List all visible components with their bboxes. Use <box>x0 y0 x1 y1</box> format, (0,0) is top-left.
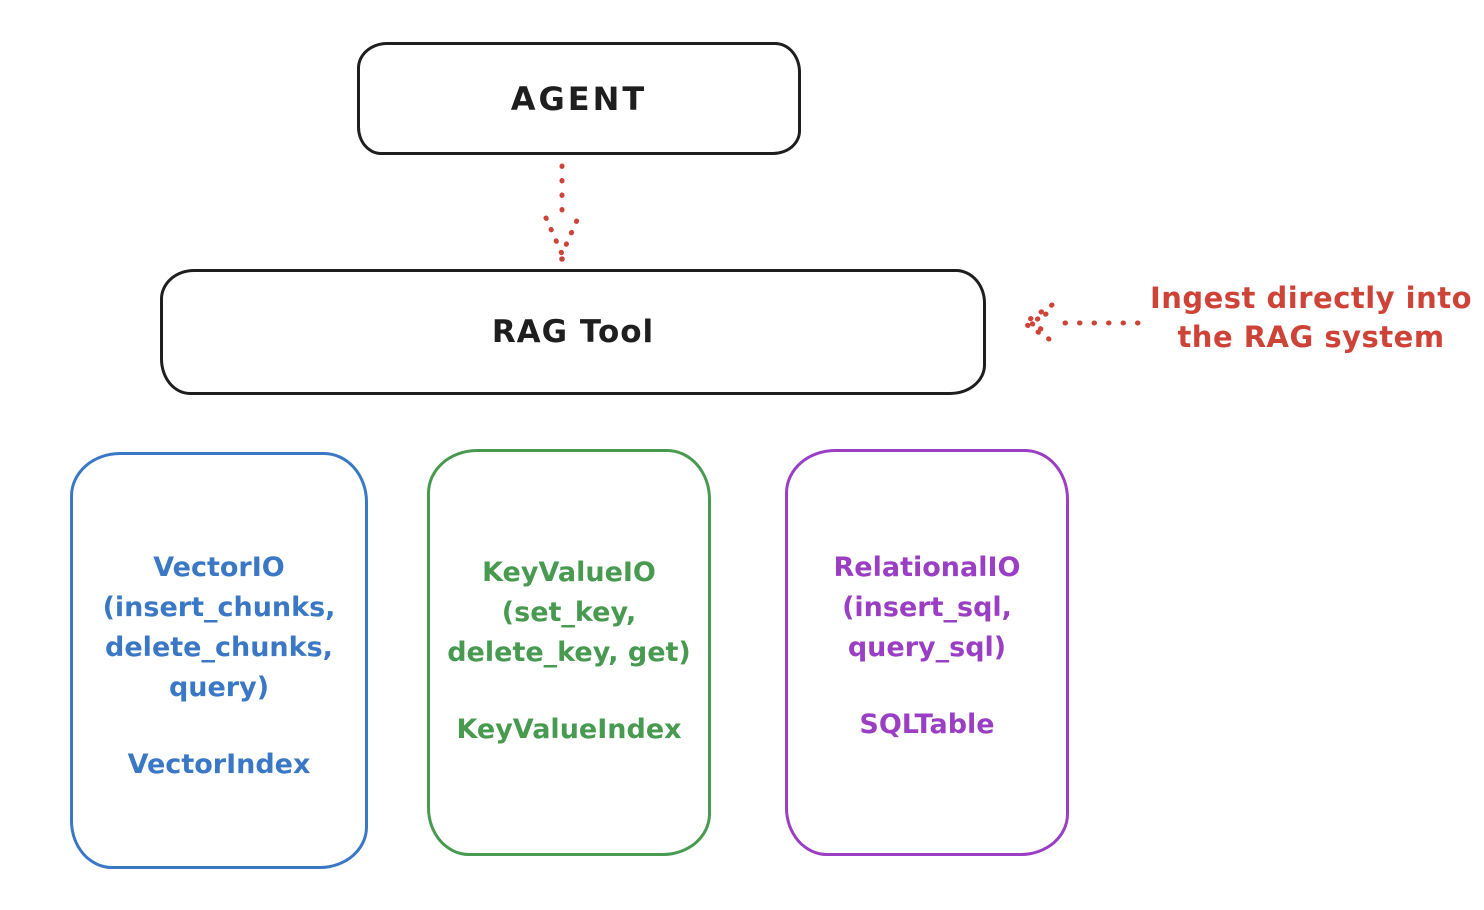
store-node-vector-io: VectorIO (insert_chunks, delete_chunks, … <box>70 452 368 869</box>
store-line: VectorIO <box>153 552 285 583</box>
store-index-label: SQLTable <box>859 709 995 740</box>
store-index-label: VectorIndex <box>127 749 311 780</box>
ingest-dotted-arrow-icon <box>1021 302 1141 344</box>
store-node-relational-io: RelationalIO (insert_sql, query_sql) SQL… <box>785 449 1069 856</box>
store-line: (set_key, <box>501 597 637 628</box>
store-node-key-value-io: KeyValueIO (set_key, delete_key, get) Ke… <box>427 449 711 856</box>
ingest-annotation: Ingest directly into the RAG system <box>1138 279 1484 357</box>
store-line: query) <box>168 672 270 703</box>
ingest-annotation-line: Ingest directly into <box>1149 281 1473 315</box>
agent-node: AGENT <box>357 42 801 155</box>
store-description: VectorIO (insert_chunks, delete_chunks, … <box>73 455 365 708</box>
ingest-annotation-line: the RAG system <box>1177 320 1445 354</box>
store-line: query_sql) <box>847 632 1007 663</box>
agent-label: AGENT <box>510 79 648 118</box>
store-description: KeyValueIO (set_key, delete_key, get) <box>430 452 708 673</box>
store-line: (insert_sql, <box>842 592 1012 623</box>
store-description: RelationalIO (insert_sql, query_sql) <box>788 452 1066 668</box>
rag-tool-node: RAG Tool <box>160 269 986 395</box>
store-line: delete_key, get) <box>447 637 691 668</box>
store-line: (insert_chunks, <box>102 592 336 623</box>
store-line: delete_chunks, <box>105 632 333 663</box>
store-index-label: KeyValueIndex <box>456 714 682 745</box>
agent-to-rag-dotted-arrow-icon <box>543 163 581 262</box>
store-line: RelationalIO <box>833 552 1021 583</box>
rag-tool-label: RAG Tool <box>491 314 655 350</box>
store-line: KeyValueIO <box>482 557 656 588</box>
